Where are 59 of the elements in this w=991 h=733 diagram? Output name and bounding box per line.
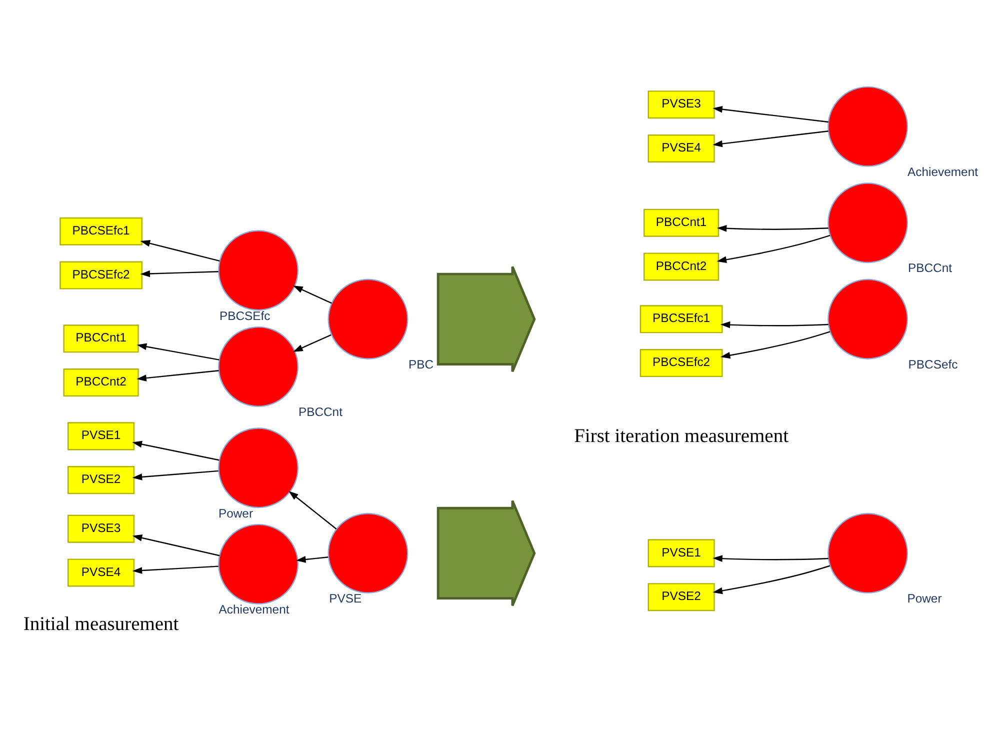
node-label: PBCSefc bbox=[908, 357, 958, 372]
node-label: Power bbox=[218, 506, 253, 520]
node-circle bbox=[218, 230, 298, 310]
arrow bbox=[720, 320, 828, 328]
arrow bbox=[712, 554, 828, 562]
node-label: PBCSEfc bbox=[218, 308, 270, 322]
arrow bbox=[132, 470, 218, 480]
node-label: PVSE bbox=[328, 591, 362, 606]
arrow bbox=[140, 240, 220, 262]
node-label: Power bbox=[906, 591, 942, 606]
node-label: Achievement bbox=[218, 602, 289, 616]
node-box: PVSE1 bbox=[647, 538, 714, 567]
node-box: PVSE2 bbox=[647, 582, 714, 611]
node-label: PBC bbox=[408, 357, 434, 372]
node-box: PBCSEfc2 bbox=[639, 348, 722, 377]
arrow bbox=[140, 270, 218, 277]
arrow bbox=[132, 565, 218, 574]
node-box: PBCCnt2 bbox=[62, 368, 138, 396]
node-arrow bbox=[436, 265, 536, 372]
arrow bbox=[288, 490, 336, 529]
node-box: PVSE3 bbox=[67, 514, 134, 542]
arrow bbox=[720, 330, 830, 358]
node-box: PBCCnt1 bbox=[643, 208, 719, 236]
node-box: PBCCnt1 bbox=[62, 324, 138, 352]
node-label: Achievement bbox=[907, 164, 978, 178]
arrow bbox=[712, 105, 828, 122]
node-circle bbox=[827, 86, 908, 166]
node-circle bbox=[218, 523, 298, 604]
node-box: PBCSEfc1 bbox=[639, 304, 722, 333]
arrow bbox=[292, 285, 332, 304]
node-box: PBCSEfc2 bbox=[59, 260, 142, 289]
arrow bbox=[712, 130, 828, 147]
node-box: PBCSEfc1 bbox=[59, 216, 142, 245]
node-box: PVSE1 bbox=[67, 422, 134, 450]
node-box: PVSE2 bbox=[67, 466, 134, 494]
node-circle bbox=[218, 326, 298, 406]
node-box: PVSE4 bbox=[647, 134, 714, 162]
arrow bbox=[716, 234, 830, 263]
label: Initial measurement bbox=[22, 613, 178, 634]
node-box: PVSE4 bbox=[67, 558, 134, 586]
arrow bbox=[295, 556, 328, 562]
node-circle bbox=[827, 278, 908, 359]
arrow bbox=[136, 370, 218, 381]
node-box: PVSE3 bbox=[647, 90, 714, 118]
node-circle bbox=[327, 278, 408, 359]
arrow bbox=[716, 224, 828, 232]
node-box: PBCCnt2 bbox=[643, 252, 719, 280]
node-circle bbox=[827, 182, 908, 263]
node-arrow bbox=[436, 499, 536, 606]
arrow bbox=[136, 342, 219, 360]
node-circle bbox=[827, 512, 908, 593]
label: First iteration measurement bbox=[574, 426, 788, 447]
arrow bbox=[132, 534, 220, 556]
node-label: PBCCnt bbox=[298, 404, 342, 419]
node-label: PBCCnt bbox=[907, 260, 952, 275]
arrow bbox=[712, 564, 830, 594]
arrow bbox=[292, 334, 331, 352]
node-circle bbox=[327, 512, 408, 593]
arrow bbox=[132, 440, 219, 460]
